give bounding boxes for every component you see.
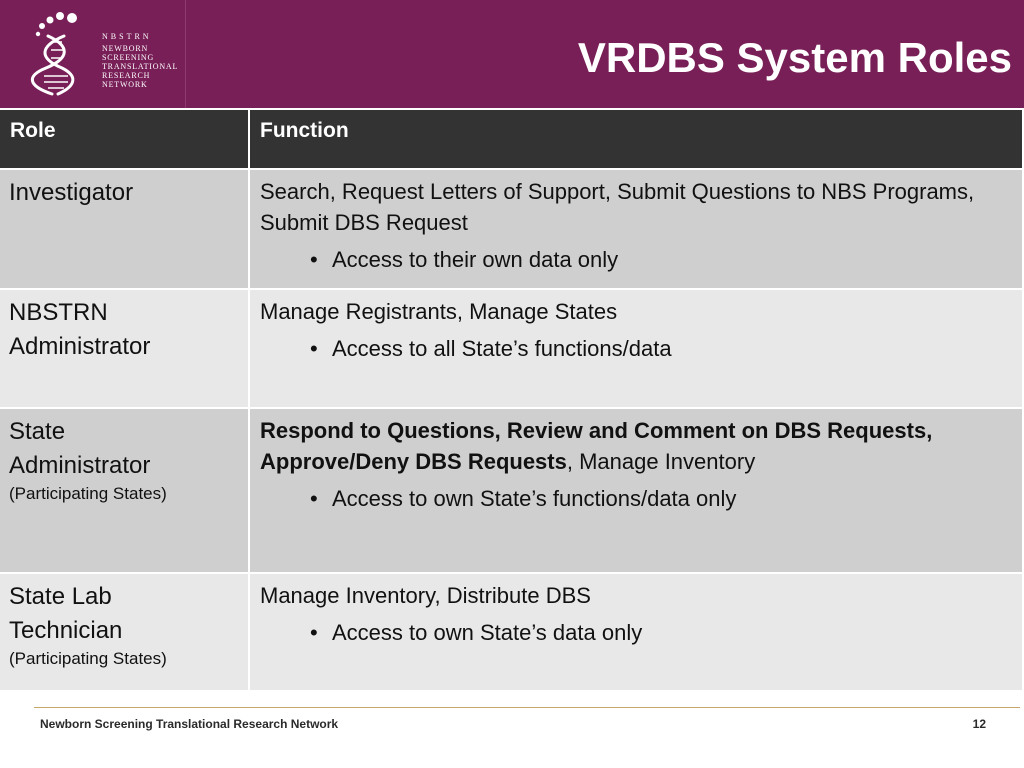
table-header-row: Role Function (0, 110, 1024, 170)
role-cell: State Lab Technician (Participating Stat… (0, 574, 250, 692)
function-cell: Search, Request Letters of Support, Subm… (250, 170, 1024, 290)
header-divider (185, 0, 186, 108)
table-row: State Administrator (Participating State… (0, 409, 1024, 574)
slide-header: NBSTRN NEWBORN SCREENING TRANSLATIONAL R… (0, 0, 1024, 108)
logo-line: RESEARCH (102, 71, 151, 80)
footer-organization: Newborn Screening Translational Research… (40, 717, 339, 731)
function-text-bold: Respond to Questions, Review and Comment… (260, 418, 933, 474)
role-cell: State Administrator (Participating State… (0, 409, 250, 574)
function-cell: Manage Inventory, Distribute DBS • Access… (250, 574, 1024, 692)
table-row: Investigator Search, Request Letters of … (0, 170, 1024, 290)
bullet-icon: • (310, 620, 318, 645)
logo-line: NBSTRN (102, 32, 152, 41)
role-name: State Administrator (9, 418, 151, 479)
function-cell: Respond to Questions, Review and Comment… (250, 409, 1024, 574)
role-note: (Participating States) (9, 484, 167, 503)
role-note: (Participating States) (9, 649, 167, 668)
role-name: Investigator (9, 179, 134, 206)
function-text: Manage Registrants, Manage States (260, 299, 618, 324)
role-name: State Lab Technician (9, 583, 123, 644)
role-name: NBSTRN Administrator (9, 299, 151, 360)
bullet-text: Access to their own data only (332, 247, 619, 272)
access-bullet: • Access to their own data only (260, 244, 1012, 275)
bullet-icon: • (310, 486, 318, 511)
function-text: , Manage Inventory (566, 449, 756, 474)
roles-table: Role Function Investigator Search, Reque… (0, 110, 1024, 692)
logo-line: NETWORK (102, 80, 148, 89)
logo-line: SCREENING (102, 53, 155, 62)
table-row: State Lab Technician (Participating Stat… (0, 574, 1024, 692)
column-header-role: Role (0, 110, 250, 170)
function-text: Manage Inventory, Distribute DBS (260, 583, 591, 608)
role-cell: Investigator (0, 170, 250, 290)
bullet-text: Access to own State’s functions/data onl… (332, 486, 737, 511)
page-number: 12 (972, 717, 986, 731)
bullet-icon: • (310, 336, 318, 361)
access-bullet: • Access to all State’s functions/data (260, 333, 1012, 364)
bullet-icon: • (310, 247, 318, 272)
footer-divider (34, 707, 1020, 708)
column-header-function: Function (250, 110, 1024, 170)
function-cell: Manage Registrants, Manage States • Acces… (250, 290, 1024, 409)
slide-title: VRDBS System Roles (577, 34, 1012, 81)
role-cell: NBSTRN Administrator (0, 290, 250, 409)
access-bullet: • Access to own State’s data only (260, 617, 1012, 648)
table-row: NBSTRN Administrator Manage Registrants,… (0, 290, 1024, 409)
nbstrn-logo: NBSTRN NEWBORN SCREENING TRANSLATIONAL R… (18, 6, 186, 102)
logo-wordmark: NBSTRN NEWBORN SCREENING TRANSLATIONAL R… (102, 32, 178, 89)
logo-line: NEWBORN (102, 44, 149, 53)
dna-helix-icon (31, 12, 77, 96)
bullet-text: Access to own State’s data only (332, 620, 643, 645)
logo-line: TRANSLATIONAL (102, 62, 179, 71)
access-bullet: • Access to own State’s functions/data on… (260, 483, 1012, 514)
function-text: Search, Request Letters of Support, Subm… (260, 179, 975, 235)
bullet-text: Access to all State’s functions/data (332, 336, 672, 361)
